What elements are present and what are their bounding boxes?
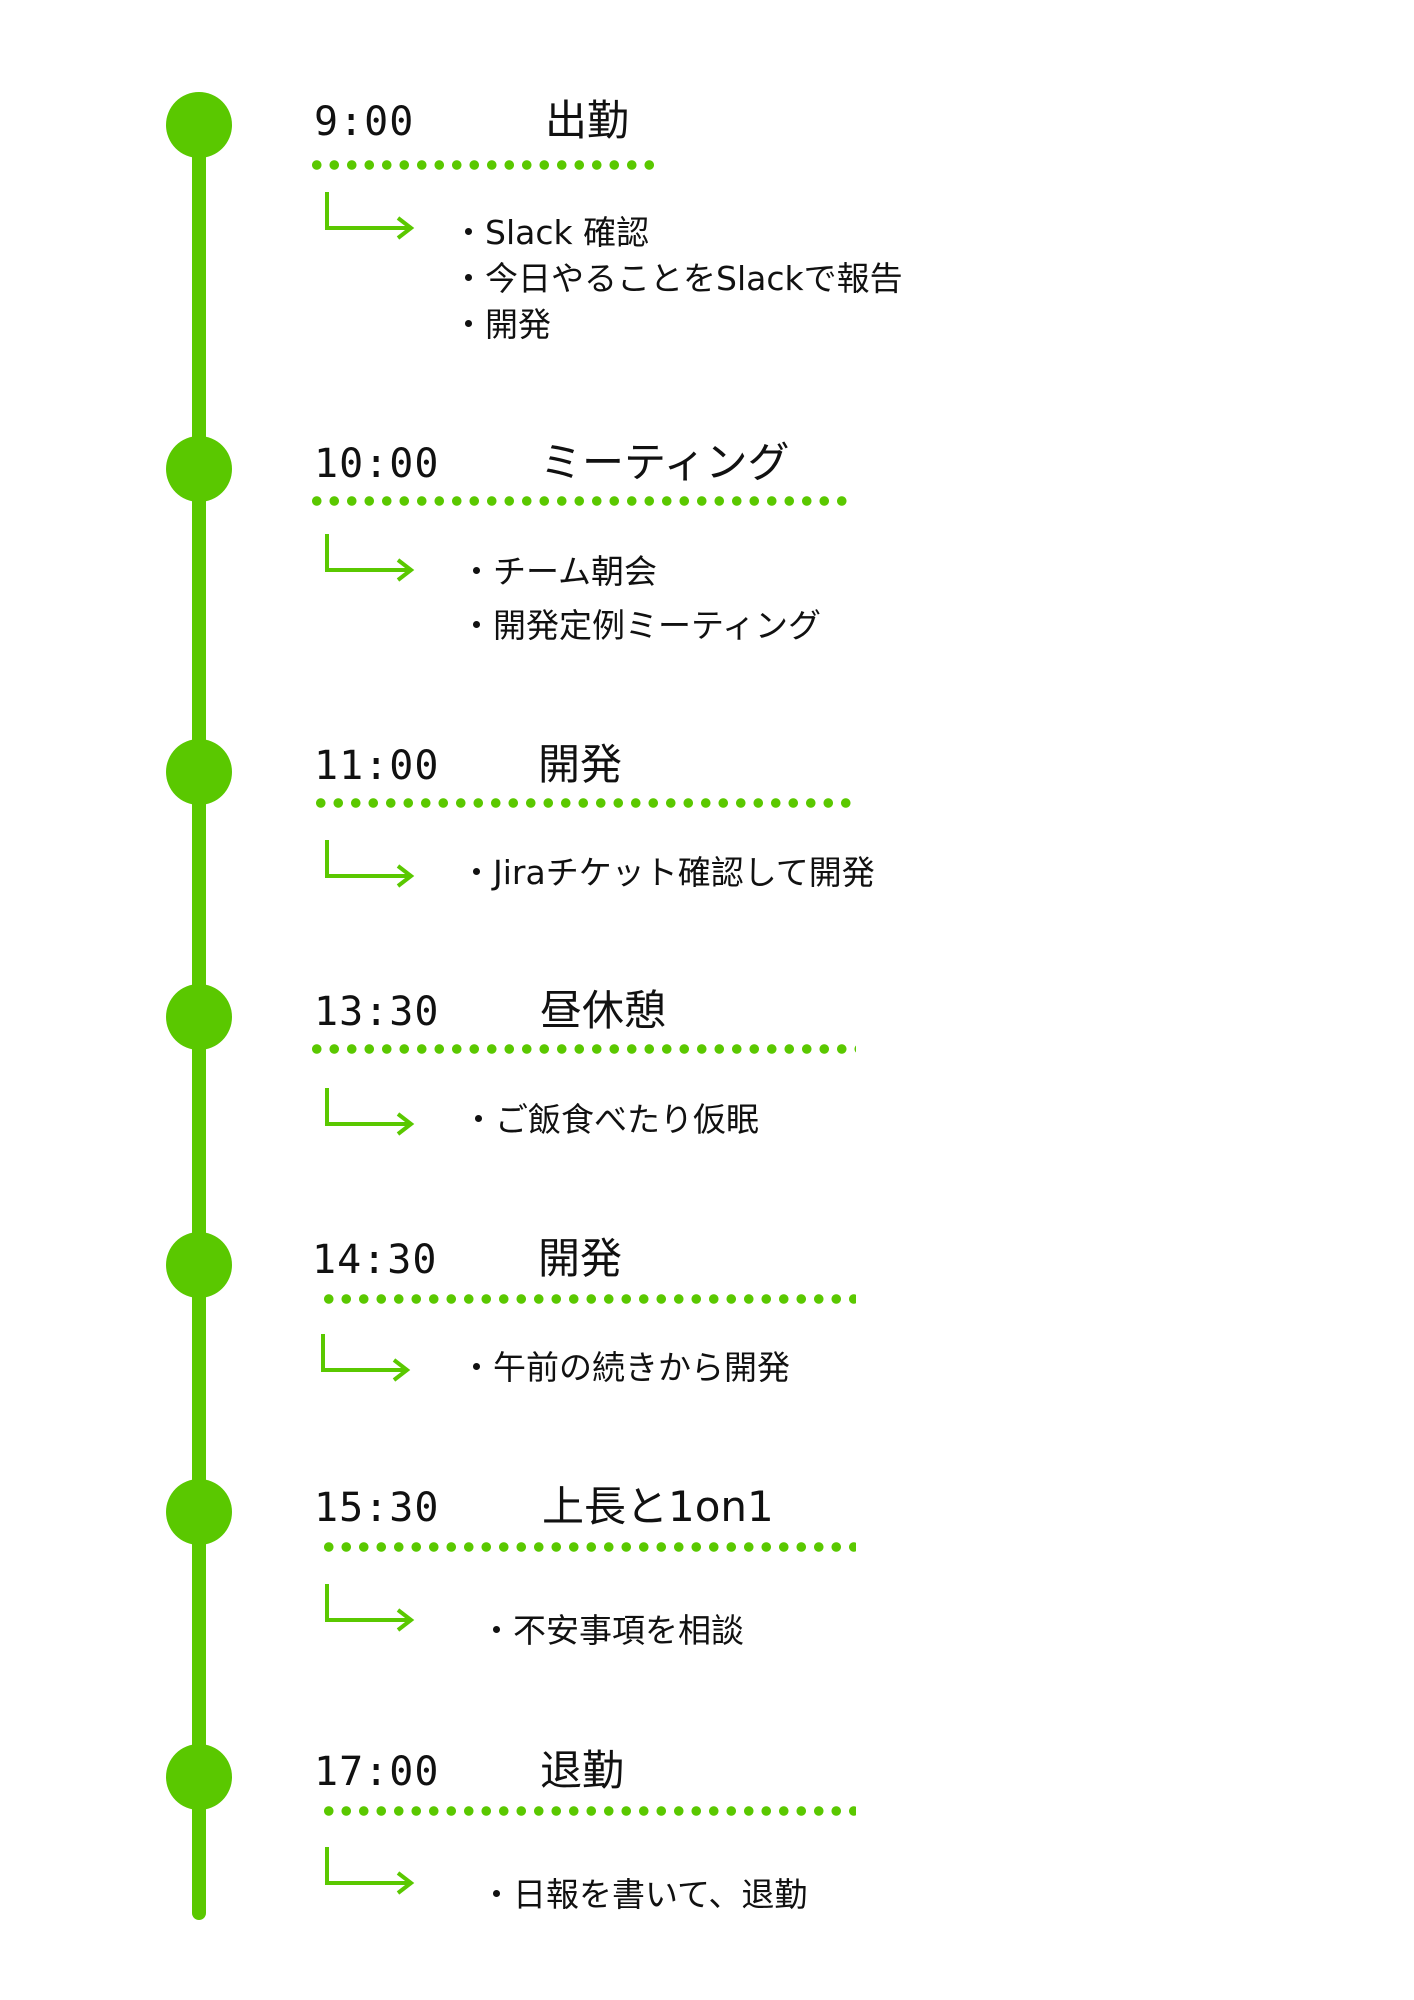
timeline-dot [166,436,232,502]
detail-item: ・開発 [452,305,551,344]
entry-title: ミーティング [540,438,790,487]
timeline-entry: 9:00 出勤 ・Slack 確認 ・今日やることをSlackで報告 ・開発 [0,0,1414,344]
arrow-icon [325,534,415,582]
detail-item: ・開発定例ミーティング [460,606,822,645]
entry-title: 開発 [538,740,623,789]
timeline-dot [166,984,232,1050]
entry-details: ・チーム朝会 ・開発定例ミーティング [460,545,821,653]
entry-details: ・午前の続きから開発 [460,1345,790,1391]
detail-item: ・チーム朝会 [460,552,658,591]
arrow-icon [325,1584,415,1632]
timeline-dot [166,1744,232,1810]
detail-item: ・日報を書いて、退勤 [480,1875,808,1914]
detail-item: ・ご飯食べたり仮眠 [462,1100,759,1139]
timeline-entry: 14:30 開発 ・午前の続きから開発 [0,0,1414,1387]
dotted-divider [308,160,658,170]
timeline-dot [166,1479,232,1545]
detail-item: ・今日やることをSlackで報告 [452,259,903,298]
entry-title: 開発 [538,1234,623,1283]
detail-item: ・Slack 確認 [452,213,650,252]
arrow-icon [325,192,415,240]
entry-time: 10:00 [314,441,440,487]
entry-details: ・不安事項を相談 [480,1608,744,1654]
entry-time: 15:30 [314,1485,440,1531]
entry-details: ・Slack 確認 ・今日やることをSlackで報告 ・開発 [452,210,903,348]
detail-item: ・午前の続きから開発 [460,1348,790,1387]
dotted-divider [320,1542,856,1552]
timeline-entry: 17:00 退勤 ・日報を書いて、退勤 [0,0,1414,1914]
arrow-icon [325,840,415,888]
entry-details: ・ご飯食べたり仮眠 [462,1097,759,1143]
timeline-dot [166,92,232,158]
detail-item: ・不安事項を相談 [480,1611,744,1650]
dotted-divider [308,1044,856,1054]
timeline-entry: 15:30 上長と1on1 ・不安事項を相談 [0,0,1414,1650]
entry-time: 11:00 [314,743,440,789]
entry-time: 13:30 [314,989,440,1035]
entry-title: 昼休憩 [540,986,667,1035]
detail-item: ・Jiraチケット確認して開発 [460,853,875,892]
arrow-icon [325,1847,415,1895]
arrow-icon [321,1334,411,1382]
timeline-entry: 11:00 開発 ・Jiraチケット確認して開発 [0,0,1414,892]
entry-time: 17:00 [314,1749,440,1795]
entry-time: 14:30 [312,1237,438,1283]
dotted-divider [320,1806,856,1816]
timeline-dot [166,739,232,805]
dotted-divider [312,798,852,808]
entry-details: ・Jiraチケット確認して開発 [460,850,875,896]
timeline-entry: 10:00 ミーティング ・チーム朝会 ・開発定例ミーティング [0,0,1414,645]
dotted-divider [308,496,848,506]
timeline-dot [166,1232,232,1298]
entry-title: 上長と1on1 [542,1482,774,1531]
entry-time: 9:00 [314,99,415,145]
arrow-icon [325,1088,415,1136]
entry-details: ・日報を書いて、退勤 [480,1872,807,1918]
entry-title: 退勤 [540,1746,625,1795]
dotted-divider [320,1294,856,1304]
timeline-entry: 13:30 昼休憩 ・ご飯食べたり仮眠 [0,0,1414,1139]
entry-title: 出勤 [545,96,630,145]
